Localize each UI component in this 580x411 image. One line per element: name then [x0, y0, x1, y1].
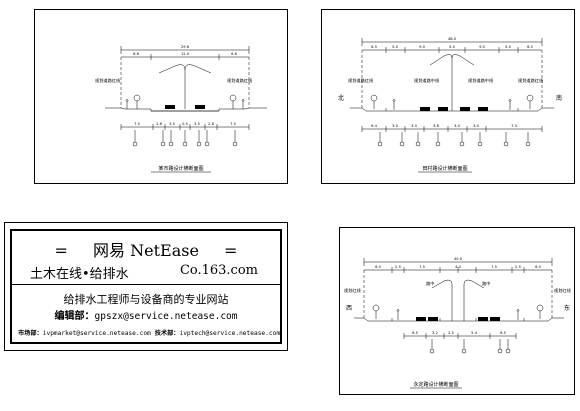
title-block: = 网易 NetEase = 土木在线•给排水 Co.163.com 给排水工程… [4, 222, 288, 351]
red-line-label-left: 规划道路红线 [348, 77, 374, 84]
bottom-dim-label: 6.5 [500, 331, 506, 335]
vehicle-icon [490, 317, 500, 321]
bottom-dim-label: 2.8 [208, 122, 214, 126]
vehicle-icon [416, 317, 426, 321]
editor-row: 编辑部：gpszx@service.netease.com [12, 307, 280, 322]
vehicle-icon [478, 317, 488, 321]
drawing-title: 某市路设计横断面图 [158, 165, 203, 172]
vehicle-icon [438, 107, 448, 111]
top-dim-label: 6.8 [133, 52, 139, 56]
center-line-label-right: 规划道路中线 [468, 77, 494, 84]
top-dim-label: 5.0 [505, 45, 511, 49]
bottom-dim-label: 7.3 [511, 124, 517, 128]
top-dim-label: 7.5 [491, 265, 497, 269]
bottom-dim-label: 7.5 [230, 122, 236, 126]
bottom-dim-label: 3.5 [169, 122, 175, 126]
lamp-label-right: 路中 [482, 280, 490, 287]
direction-left-label: 西 [346, 305, 352, 312]
red-line-label-left: 规划道路红线 [95, 77, 121, 84]
drawing-title: 永定路设计横断面图 [413, 381, 458, 388]
vehicle-icon [420, 107, 430, 111]
vehicle-icon [460, 107, 470, 111]
top-dim-label: 6.8 [231, 52, 237, 56]
brand-name: 网易 NetEase [93, 241, 199, 260]
direction-right-label: 东 [564, 304, 570, 312]
direction-right-label: 南 [556, 94, 562, 102]
vehicle-icon [165, 105, 175, 109]
editor-email[interactable]: gpszx@service.netease.com [94, 311, 238, 322]
bottom-dim-label: 2.5 [448, 331, 454, 335]
total-width-label: 40.0 [454, 257, 463, 261]
bottom-dim-label: 3.5 [194, 122, 200, 126]
top-dim-label: 6.0 [535, 265, 541, 269]
drawing-title: 田村路设计横断面图 [422, 165, 467, 172]
lamp-label-left: 路中 [426, 280, 434, 287]
total-width-label: 48.0 [448, 37, 457, 41]
tech-label: 技术部： [154, 330, 180, 337]
title-block-divider [12, 284, 280, 285]
center-line-label-left: 规划道路中线 [414, 77, 440, 84]
red-line-label-right: 规划道路红线 [518, 77, 544, 84]
bottom-dim-label: 3.0 [392, 124, 398, 128]
bottom-dim-label: 3.0 [473, 124, 479, 128]
top-dim-label: 6.0 [375, 265, 381, 269]
top-dim-label: 9.0 [479, 45, 485, 49]
brand-equals-left: = [54, 241, 68, 260]
contact-row: 市场部：ivpmarket@service.netease.com 技术部：iv… [18, 328, 280, 337]
top-dim-label: 6.5 [527, 45, 533, 49]
red-line-label-right: 规划红线 [554, 287, 572, 294]
vehicle-icon [478, 107, 488, 111]
top-dim-label: 12.0 [181, 52, 190, 56]
bottom-dim-label: 5.4 [471, 331, 477, 335]
bottom-dim-label: 0.5 [182, 122, 188, 126]
brand-equals-right: = [224, 241, 238, 260]
top-dim-label: 6.5 [371, 45, 377, 49]
market-email[interactable]: ivpmarket@service.netease.com [42, 330, 151, 337]
direction-left-label: 北 [338, 94, 344, 102]
top-dim-label: 2.5 [515, 265, 521, 269]
cross-section-sheet-3: 40.0 6.0 2.5 7.5 4.0 7.5 2.5 6.0 规划红线 规划… [339, 227, 575, 395]
red-line-label-left: 规划红线 [344, 287, 362, 294]
cross-section-sheet-2: 48.0 6.5 5.0 9.0 5.0 9.0 5.0 6.5 规划道路红线 … [321, 9, 575, 184]
tech-email[interactable]: ivptech@service.netease.com [179, 330, 281, 337]
cross-section-drawing-1: 29.6 6.8 12.0 6.8 规划道路红线 规划道路红线 7.5 2.8 … [95, 45, 267, 173]
title-block-frame: = 网易 NetEase = 土木在线•给排水 Co.163.com 给排水工程… [10, 229, 282, 344]
brand-row: = 网易 NetEase = [12, 237, 280, 260]
total-width-label: 29.6 [181, 45, 190, 49]
site-name: 土木在线•给排水 [30, 267, 129, 282]
bottom-dim-label: 6.5 [412, 331, 418, 335]
bottom-dim-label: 7.5 [134, 122, 140, 126]
bottom-dim-label: 6.4 [371, 124, 377, 128]
top-dim-label: 9.0 [419, 45, 425, 49]
market-label: 市场部： [18, 330, 43, 337]
top-dim-label: 2.5 [395, 265, 401, 269]
top-dim-label: 4.0 [455, 265, 461, 269]
vehicle-icon [428, 317, 438, 321]
editor-label: 编辑部： [54, 311, 95, 322]
bottom-dim-label: 3.2 [432, 331, 438, 335]
slogan: 给排水工程师与设备商的专业网站 [63, 293, 229, 306]
cross-section-sheet-1: 29.6 6.8 12.0 6.8 规划道路红线 规划道路红线 7.5 2.8 … [34, 9, 288, 184]
bottom-dim-label: 2.8 [156, 122, 162, 126]
vehicle-icon [195, 105, 205, 109]
site-row: 土木在线•给排水 Co.163.com [12, 263, 280, 282]
bottom-dim-label: 3.0 [454, 124, 460, 128]
top-dim-label: 5.0 [449, 45, 455, 49]
bottom-dim-label: 3.0 [411, 124, 417, 128]
site-domain: Co.163.com [179, 263, 258, 278]
top-dim-label: 7.5 [419, 265, 425, 269]
top-dim-label: 5.0 [392, 45, 398, 49]
bottom-dim-label: 3.8 [433, 124, 439, 128]
cross-section-drawing-2: 48.0 6.5 5.0 9.0 5.0 9.0 5.0 6.5 规划道路红线 … [338, 37, 562, 173]
red-line-label-right: 规划道路红线 [227, 77, 253, 84]
cross-section-drawing-3: 40.0 6.0 2.5 7.5 4.0 7.5 2.5 6.0 规划红线 规划… [344, 257, 572, 389]
